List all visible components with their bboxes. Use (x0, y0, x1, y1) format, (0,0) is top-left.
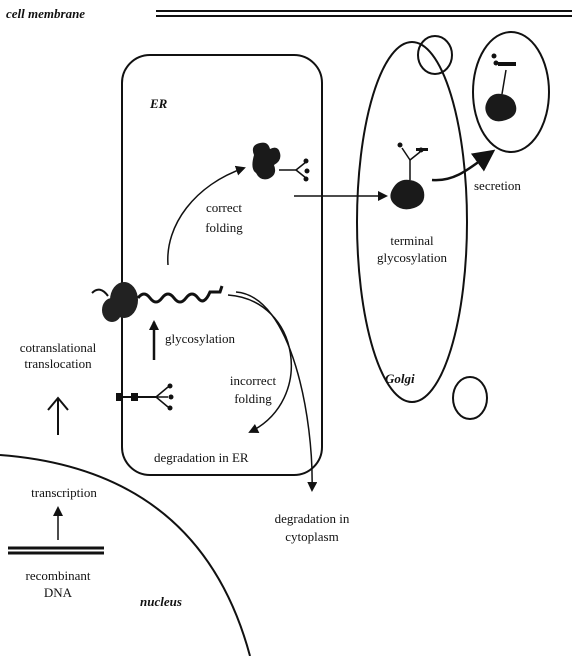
golgi-label: Golgi (385, 371, 415, 386)
er-label: ER (149, 96, 168, 111)
incorrect-folding-label-line2: folding (234, 391, 272, 406)
incorrect-folding-label-line1: incorrect (230, 373, 277, 388)
transcription-label: transcription (31, 485, 97, 500)
vesicle-bottom (453, 377, 487, 419)
correct-folding-arrow (168, 168, 244, 265)
degradation-cytoplasm-label-line2: cytoplasm (285, 529, 338, 544)
cotranslational-arrow (48, 398, 68, 435)
oligosaccharide-icon (116, 384, 174, 411)
recombinant-label-line1: recombinant (26, 568, 91, 583)
degradation-cytoplasm-label-line1: degradation in (275, 511, 350, 526)
nucleus-label: nucleus (140, 594, 182, 609)
degradation-er-arrow (228, 295, 291, 432)
terminal-glycosylation-label-line1: terminal (390, 233, 434, 248)
vesicle-top (418, 36, 452, 74)
cell-membrane: cell membrane (6, 6, 572, 21)
golgi-outline (357, 42, 467, 402)
nascent-polypeptide (138, 286, 222, 302)
golgi-compartment: Golgi (357, 42, 467, 402)
ribosome-icon (92, 282, 138, 322)
correct-folding-label-line1: correct (206, 200, 242, 215)
secreted-glycoprotein-icon (485, 54, 516, 122)
correct-folding-label-line2: folding (205, 220, 243, 235)
secretion-arrow (432, 152, 492, 180)
golgi-glycoprotein-icon (390, 143, 428, 210)
er-compartment: ER (122, 55, 322, 475)
secretory-vesicle (473, 32, 549, 152)
recombinant-dna: recombinant DNA (8, 548, 104, 600)
cotranslational-label-line1: cotranslational (20, 340, 97, 355)
cotranslational-label-line2: translocation (24, 356, 92, 371)
degradation-er-label: degradation in ER (154, 450, 249, 465)
cell-membrane-label: cell membrane (6, 6, 85, 21)
terminal-glycosylation-label-line2: glycosylation (377, 250, 448, 265)
glycosylation-label: glycosylation (165, 331, 236, 346)
er-outline (122, 55, 322, 475)
folded-glycoprotein-icon (252, 143, 309, 182)
secretion-label: secretion (474, 178, 521, 193)
recombinant-label-line2: DNA (44, 585, 73, 600)
